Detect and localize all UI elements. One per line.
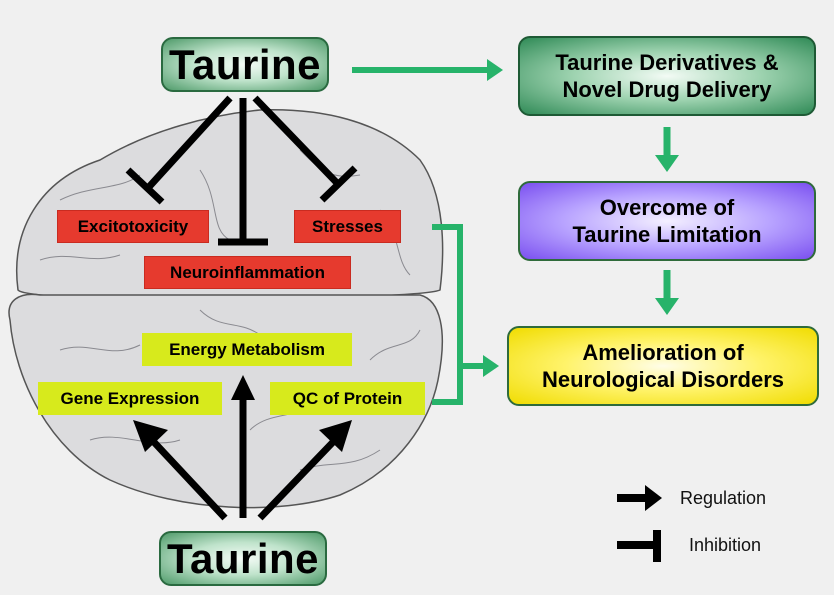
gene-expression-label: Gene Expression: [38, 382, 222, 415]
energy-metabolism-text: Energy Metabolism: [169, 339, 325, 359]
legend-inhibition-bar-icon: [617, 530, 661, 562]
derivatives-node: Taurine Derivatives & Novel Drug Deliver…: [518, 36, 816, 116]
regulation-arrows: [133, 375, 352, 521]
neuroinflammation-text: Neuroinflammation: [170, 262, 325, 282]
taurine-top-label: Taurine: [168, 40, 322, 88]
excitotoxicity-text: Excitotoxicity: [77, 216, 189, 236]
legend-regulation-label: Regulation: [680, 488, 767, 508]
derivatives-line-2: Novel Drug Delivery: [562, 77, 772, 102]
inhibition-arrows: [125, 95, 358, 246]
overcome-line-1: Overcome of: [599, 194, 735, 220]
qc-of-protein-text: QC of Protein: [292, 388, 403, 408]
stresses-label: Stresses: [294, 210, 401, 243]
amelioration-node: Amelioration of Neurological Disorders: [507, 326, 819, 406]
legend-inhibition-label: Inhibition: [689, 535, 762, 555]
taurine-bottom-node: Taurine: [159, 531, 327, 586]
stresses-text: Stresses: [312, 216, 383, 236]
overcome-limitation-node: Overcome of Taurine Limitation: [518, 181, 816, 261]
neuroinflammation-label: Neuroinflammation: [144, 256, 351, 289]
amelioration-line-2: Neurological Disorders: [541, 367, 785, 392]
qc-of-protein-label: QC of Protein: [270, 382, 425, 415]
taurine-top-node: Taurine: [161, 37, 329, 92]
legend-regulation-arrow-icon: [617, 485, 662, 511]
energy-metabolism-label: Energy Metabolism: [142, 333, 352, 366]
derivatives-line-1: Taurine Derivatives &: [555, 49, 779, 75]
excitotoxicity-label: Excitotoxicity: [57, 210, 209, 243]
gene-expression-text: Gene Expression: [60, 388, 200, 408]
taurine-bottom-label: Taurine: [166, 534, 320, 582]
flow-arrows: [352, 59, 679, 405]
overcome-line-2: Taurine Limitation: [572, 222, 762, 247]
amelioration-line-1: Amelioration of: [582, 339, 744, 365]
